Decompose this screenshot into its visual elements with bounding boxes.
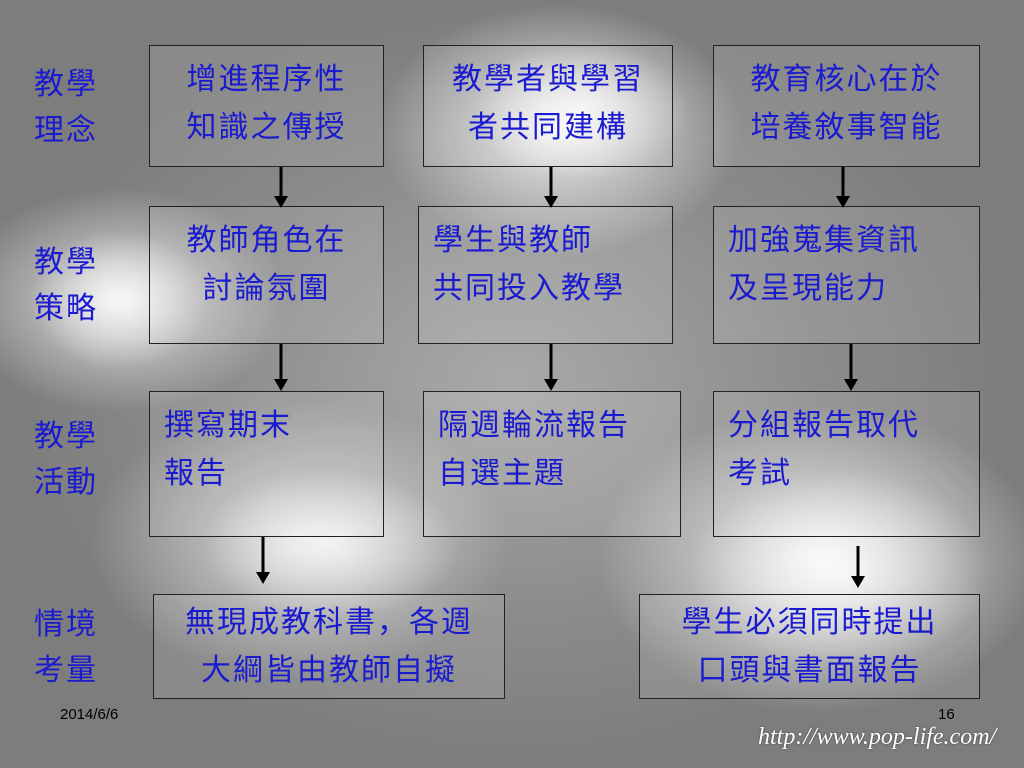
box-line: 討論氛圍 [202,271,331,306]
row-label-activity: 教學 活動 [34,414,114,506]
row-label-line: 策略 [34,291,98,326]
box-group-report: 分組報告取代 考試 [713,391,980,537]
slide-date: 2014/6/6 [60,706,119,723]
box-line: 知識之傳授 [186,110,347,145]
row-label-line: 考量 [34,653,98,688]
arrow-head [256,572,270,584]
box-line: 教學者與學習 [452,62,644,97]
box-final-report: 撰寫期末 報告 [149,391,384,537]
arrow-head [844,379,858,391]
row-label-context: 情境 考量 [34,602,114,694]
background-petal [200,470,460,620]
box-line: 共同投入教學 [433,271,625,306]
background-petal [690,470,990,670]
arrow-head [274,196,288,208]
box-line: 教育核心在於 [750,62,943,97]
box-line: 無現成教科書，各週 [185,605,473,640]
box-narrative-intelligence: 教育核心在於 培養敘事智能 [713,45,980,167]
box-line: 增進程序性 [186,62,347,97]
box-oral-written-report: 學生必須同時提出 口頭與書面報告 [639,594,980,699]
background-petal [470,40,690,180]
arrow-head [274,379,288,391]
box-line: 及呈現能力 [728,271,888,306]
box-biweekly-report: 隔週輪流報告 自選主題 [423,391,681,537]
box-line: 自選主題 [438,456,566,491]
row-label-philosophy: 教學 理念 [34,62,114,154]
arrow-head [544,196,558,208]
box-info-gathering: 加強蒐集資訊 及呈現能力 [713,206,980,344]
box-teacher-role: 教師角色在 討論氛圍 [149,206,384,344]
arrow-head [851,576,865,588]
box-line: 加強蒐集資訊 [728,223,920,258]
watermark-url: http://www.pop-life.com/ [758,724,997,750]
box-line: 者共同建構 [468,110,628,145]
box-line: 考試 [728,456,792,491]
background-petal [30,230,210,370]
row-label-line: 情境 [34,607,98,642]
arrow-head [544,379,558,391]
box-joint-teaching: 學生與教師 共同投入教學 [418,206,673,344]
box-line: 培養敘事智能 [750,110,943,145]
row-label-strategy: 教學 策略 [34,240,114,332]
box-line: 隔週輪流報告 [438,408,630,443]
arrow-head [836,196,850,208]
box-procedural-knowledge: 增進程序性 知識之傳授 [149,45,384,167]
box-line: 學生與教師 [433,223,593,258]
box-no-textbook: 無現成教科書，各週 大綱皆由教師自擬 [153,594,505,699]
slide-page-number: 16 [938,706,955,723]
row-label-line: 理念 [34,113,98,148]
row-label-line: 教學 [34,67,98,102]
row-label-line: 活動 [34,465,98,500]
box-co-construction: 教學者與學習 者共同建構 [423,45,673,167]
box-line: 大綱皆由教師自擬 [201,653,457,688]
box-line: 學生必須同時提出 [681,605,938,640]
box-line: 口頭與書面報告 [697,653,922,688]
box-line: 撰寫期末 [164,408,292,443]
box-line: 報告 [164,456,228,491]
row-label-line: 教學 [34,245,98,280]
box-line: 教師角色在 [186,223,347,258]
box-line: 分組報告取代 [728,408,920,443]
row-label-line: 教學 [34,419,98,454]
